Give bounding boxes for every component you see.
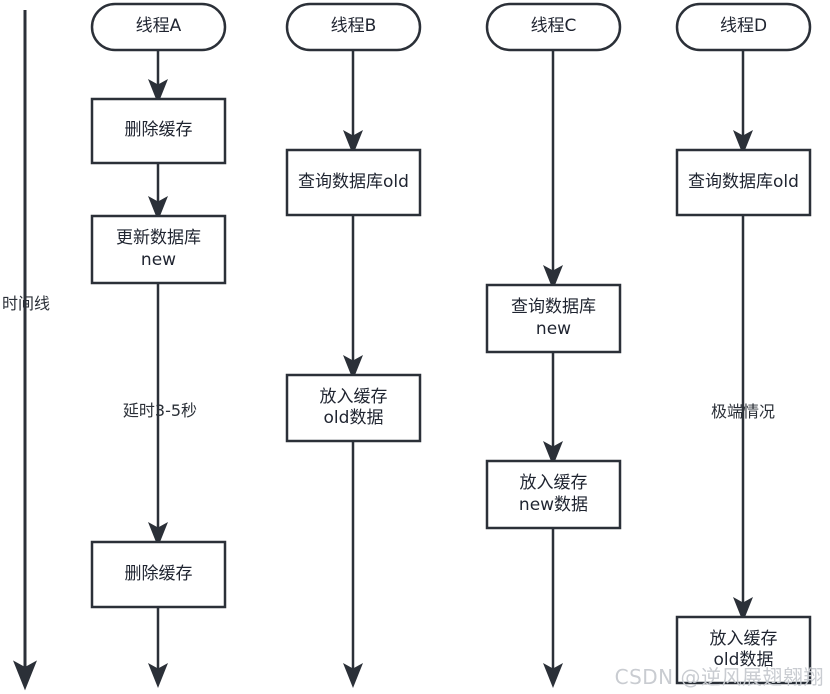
- lane-header-shape-thread-b[interactable]: [285, 2, 422, 52]
- lane-header-shape-thread-a[interactable]: [90, 2, 227, 52]
- node-shape-c-2[interactable]: [485, 459, 622, 530]
- edge-label-a-delay: 延时3-5秒: [122, 401, 198, 420]
- lane-thread-c: [485, 2, 622, 689]
- node-shape-a-2[interactable]: [90, 214, 227, 285]
- node-shape-d-2[interactable]: [675, 615, 812, 685]
- node-shape-b-2[interactable]: [285, 373, 422, 443]
- lane-header-shape-thread-d[interactable]: [675, 2, 812, 52]
- edge-label-d-extreme: 极端情况: [710, 402, 775, 421]
- lane-header-shape-thread-c[interactable]: [485, 2, 622, 52]
- node-shape-c-1[interactable]: [485, 283, 622, 354]
- lane-thread-b: [285, 2, 422, 689]
- lane-thread-a: [90, 2, 227, 689]
- lane-thread-d: [675, 2, 812, 685]
- watermark-text: CSDN @逆风展翅翱翔: [614, 665, 824, 689]
- node-shape-a-1[interactable]: [90, 97, 227, 165]
- node-shape-a-3[interactable]: [90, 540, 227, 609]
- node-shape-b-1[interactable]: [285, 148, 422, 217]
- timeline-label: 时间线: [2, 294, 51, 313]
- node-shape-d-1[interactable]: [675, 148, 812, 217]
